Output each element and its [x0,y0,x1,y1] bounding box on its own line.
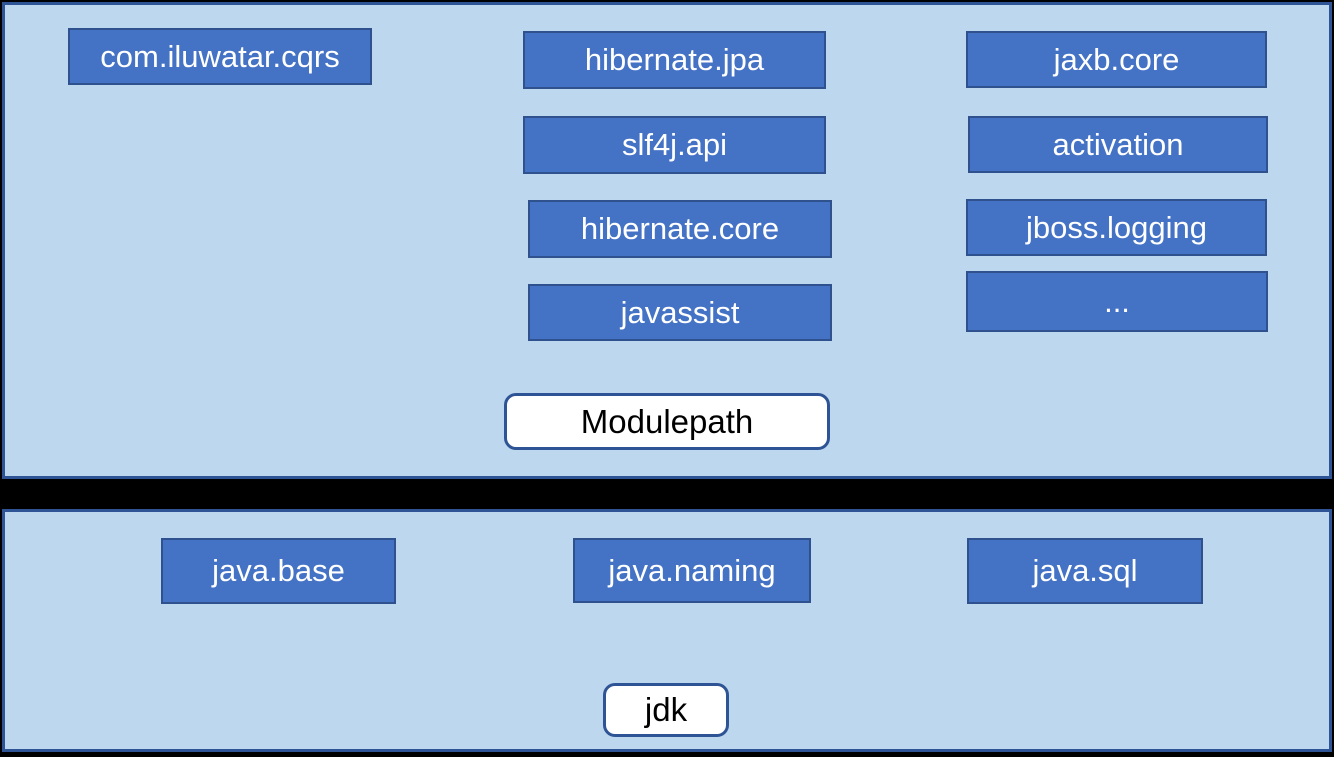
module-box-jboss-logging: jboss.logging [966,199,1267,256]
module-box-slf4j-api: slf4j.api [523,116,826,174]
module-box-java-base: java.base [161,538,396,604]
module-box-activation: activation [968,116,1268,173]
modulepath-label: Modulepath [504,393,830,450]
module-box-javassist: javassist [528,284,832,341]
module-box-hibernate-jpa: hibernate.jpa [523,31,826,89]
module-box-com-iluwatar-cqrs: com.iluwatar.cqrs [68,28,372,85]
module-box-ellipsis: ... [966,271,1268,332]
module-box-hibernate-core: hibernate.core [528,200,832,258]
module-box-java-naming: java.naming [573,538,811,603]
module-box-java-sql: java.sql [967,538,1203,604]
module-box-jaxb-core: jaxb.core [966,31,1267,88]
jdk-label: jdk [603,683,729,737]
